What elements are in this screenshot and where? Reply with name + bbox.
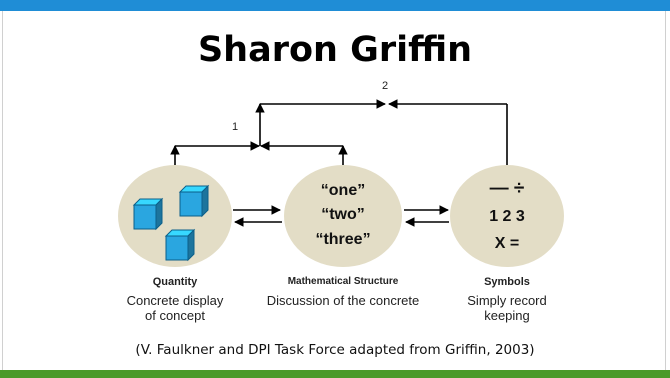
word-one: “one” (320, 182, 366, 199)
slide-frame (2, 11, 666, 370)
cube-icon (132, 197, 164, 231)
word-three: “three” (315, 231, 371, 248)
symbols-numbers-row: 1 2 3 (489, 208, 525, 225)
word-two: “two” (321, 206, 365, 223)
quantity-desc-line1: Concrete display (126, 293, 224, 308)
quantity-heading: Quantity (152, 276, 198, 288)
top-accent-bar (0, 0, 670, 11)
bottom-accent-bar (0, 370, 670, 378)
symbols-equals-row: X = (494, 235, 520, 252)
cube-icon (164, 228, 196, 262)
quantity-desc-line2: of concept (145, 308, 205, 323)
cube-icon (178, 184, 210, 218)
symbols-operators-row: — ÷ (489, 178, 525, 199)
symbols-desc-line2: keeping (484, 308, 530, 323)
symbols-heading: Symbols (484, 276, 530, 288)
structure-desc: Discussion of the concrete (266, 293, 420, 308)
path-label-1: 1 (232, 121, 239, 133)
citation: (V. Faulkner and DPI Task Force adapted … (135, 342, 535, 358)
symbols-desc-line1: Simply record (467, 293, 547, 308)
structure-circle (284, 165, 402, 267)
structure-heading: Mathematical Structure (287, 276, 399, 287)
slide-title: Sharon Griffin (197, 30, 473, 70)
symbols-circle (450, 165, 564, 267)
path-label-2: 2 (382, 80, 389, 92)
